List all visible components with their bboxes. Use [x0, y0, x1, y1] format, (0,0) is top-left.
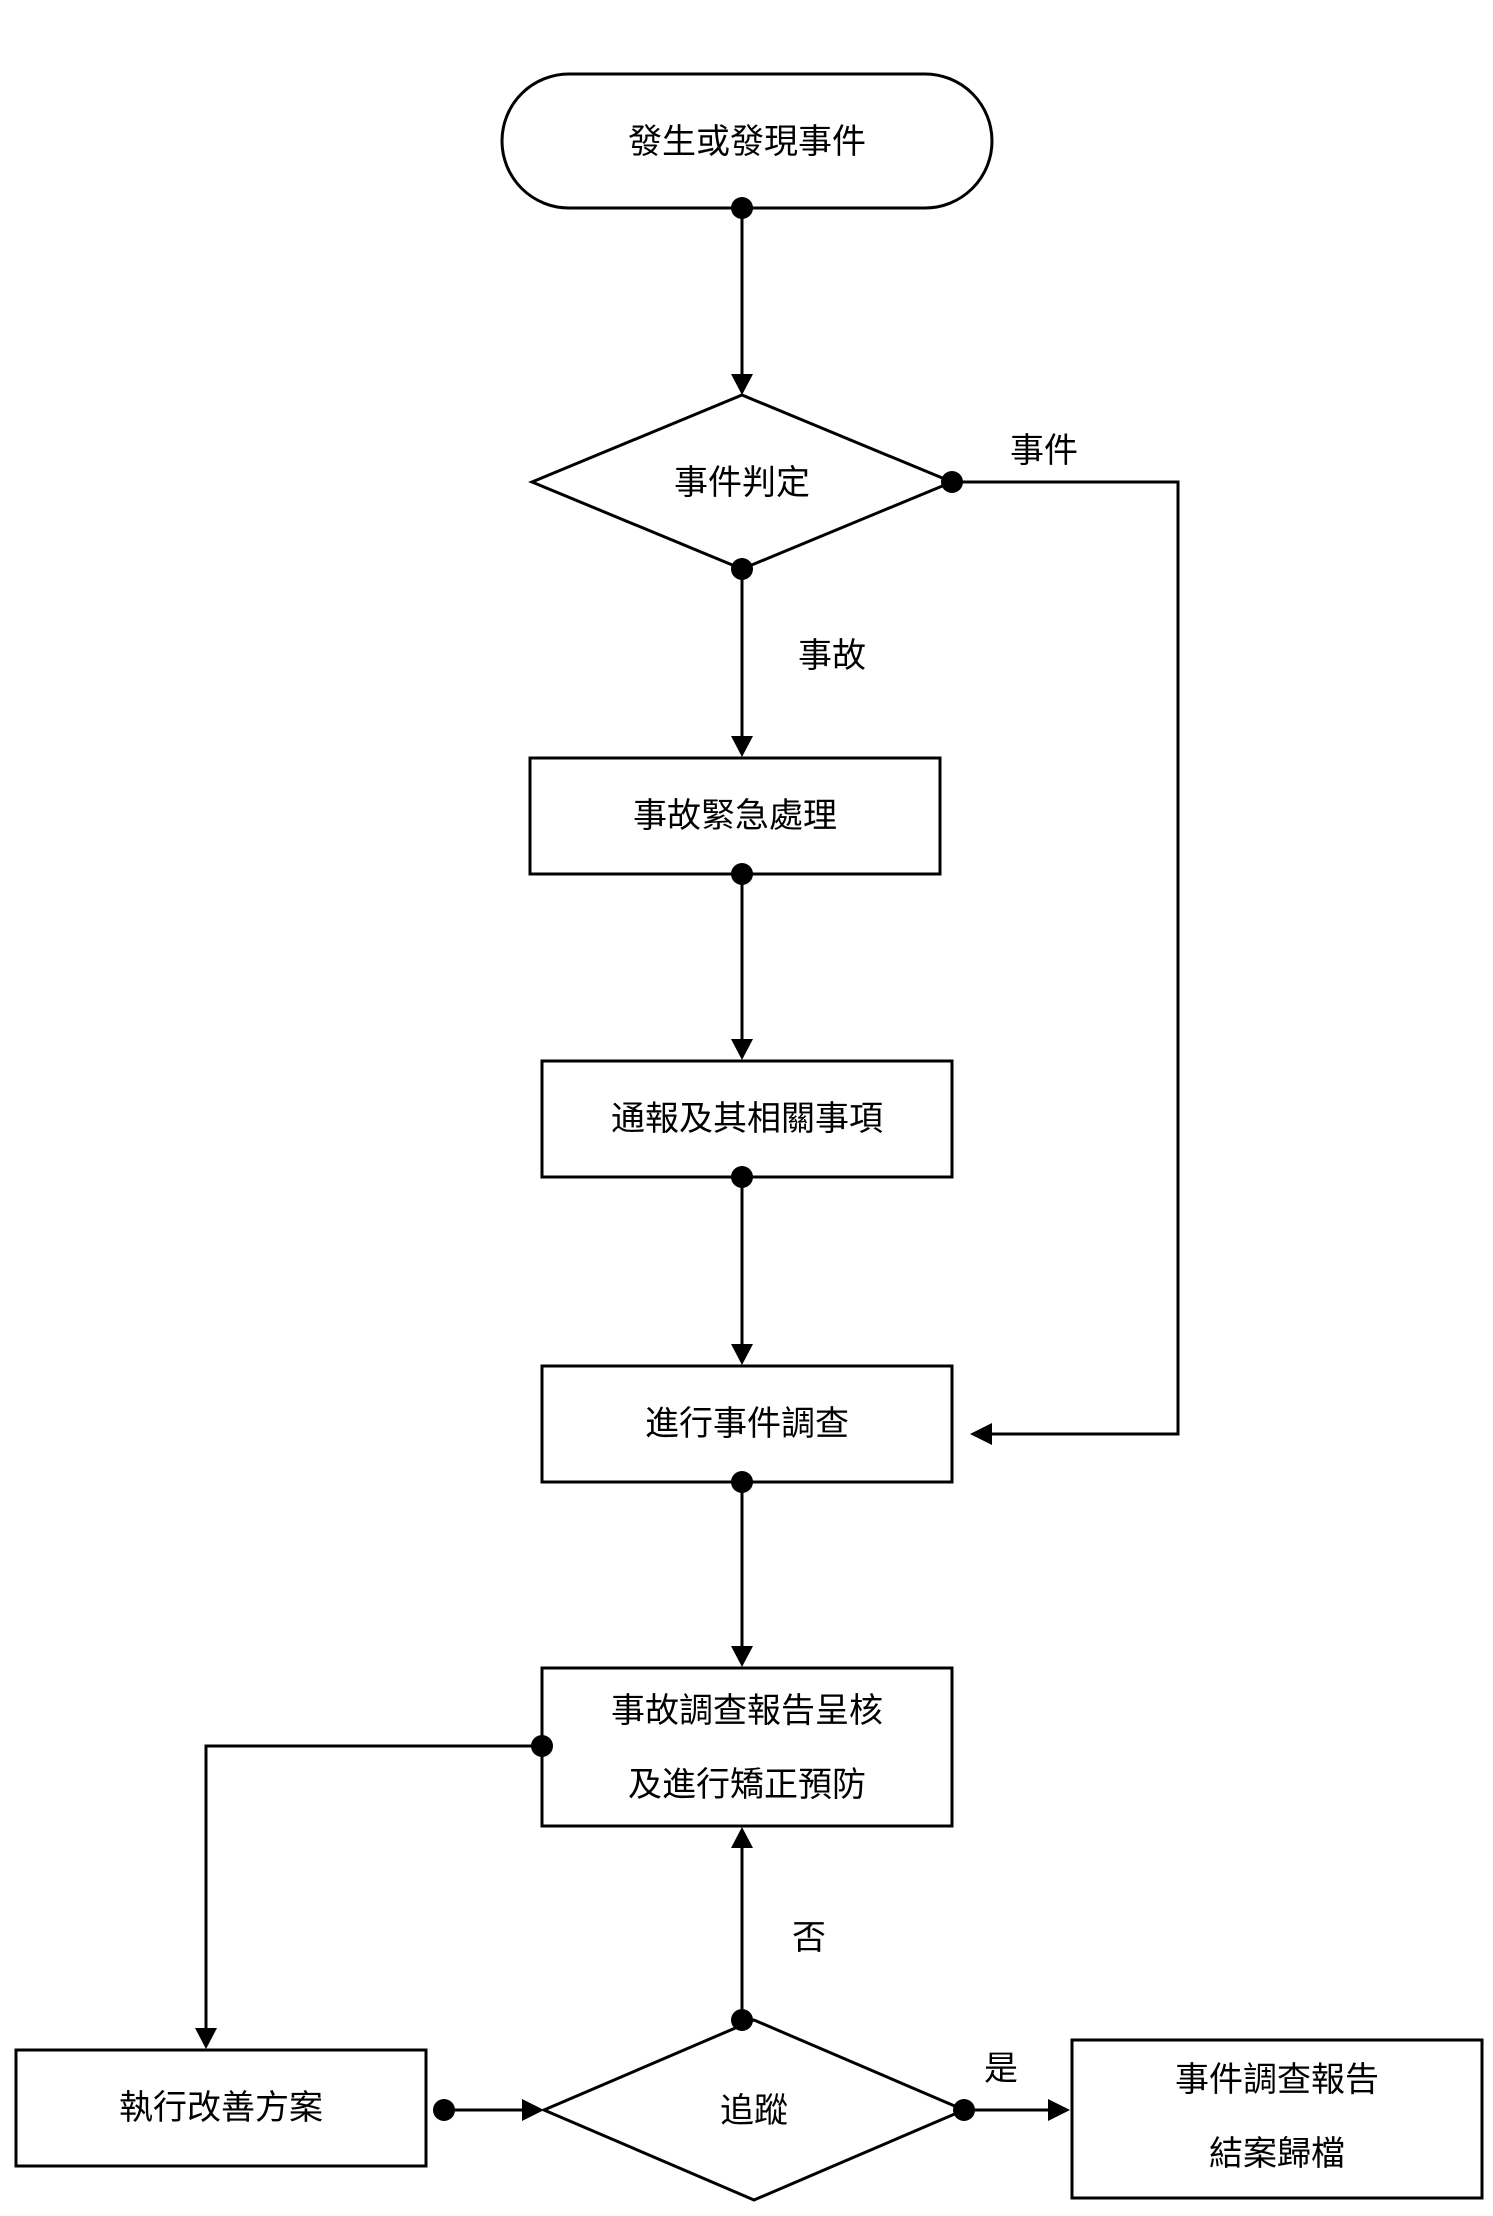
decision-tracking [540, 2018, 968, 2202]
edge-label-incident: 事件 [1010, 431, 1078, 471]
arrowhead-down [731, 1344, 753, 1365]
emergency-handling-label: 事故緊急處理 [633, 796, 837, 836]
archive-label-line2: 結案歸檔 [1209, 2134, 1345, 2174]
report-review-label-line1: 事故調查報告呈核 [611, 1691, 883, 1731]
archive-box [1070, 2038, 1484, 2200]
arrowhead-left [970, 1423, 992, 1445]
connector-dot [531, 1735, 553, 1757]
connector-dot [941, 471, 963, 493]
investigation-label: 進行事件調查 [645, 1404, 849, 1444]
improvement-plan-box [14, 2048, 428, 2168]
edge-label-accident: 事故 [798, 636, 866, 676]
connector-dot [731, 2009, 753, 2031]
investigation-box [540, 1364, 954, 1484]
connector-decision-to-investigation [952, 480, 1180, 1436]
arrowhead-up [731, 1827, 753, 1848]
edge-label-no: 否 [792, 1918, 826, 1958]
connector-dot [731, 1166, 753, 1188]
edge-label-yes: 是 [984, 2049, 1018, 2089]
archive-label-line1: 事件調查報告 [1175, 2060, 1379, 2100]
connector-dot [433, 2099, 455, 2121]
start-label: 發生或發現事件 [628, 122, 866, 162]
arrowhead-down [731, 1646, 753, 1667]
connector-dot [953, 2099, 975, 2121]
arrowhead-right [522, 2099, 544, 2121]
connector-dot [731, 558, 753, 580]
connector-dot [731, 863, 753, 885]
emergency-handling-box [528, 756, 942, 876]
connector-dot [731, 1471, 753, 1493]
arrowhead-down [731, 374, 753, 395]
report-review-label-line2: 及進行矯正預防 [628, 1765, 866, 1805]
arrowhead-down [731, 1039, 753, 1060]
decision-tracking-label: 追蹤 [720, 2091, 788, 2131]
connector-dot [731, 197, 753, 219]
improvement-plan-label: 執行改善方案 [119, 2088, 323, 2128]
arrowhead-down [731, 736, 753, 757]
arrowhead-down [195, 2028, 217, 2049]
decision-event-type-label: 事件判定 [674, 463, 810, 503]
notification-box [540, 1059, 954, 1179]
arrowhead-right [1048, 2099, 1070, 2121]
connector-report-to-improvement [204, 1744, 542, 2030]
notification-label: 通報及其相關事項 [611, 1099, 883, 1139]
